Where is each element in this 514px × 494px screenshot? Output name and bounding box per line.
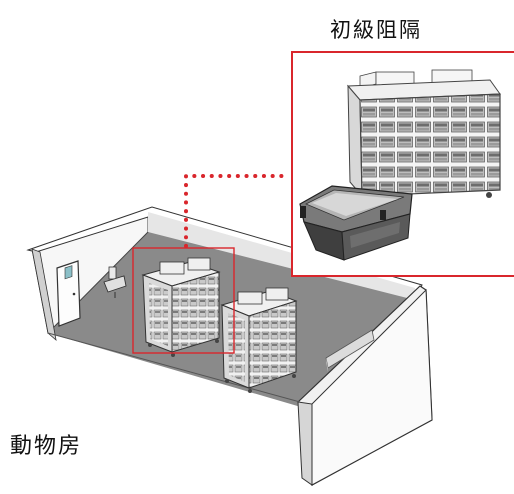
cage-rack-icon <box>220 287 298 393</box>
primary-barrier-label: 初級阻隔 <box>330 18 422 42</box>
rack-highlight-box <box>132 247 235 354</box>
cage-rack-icon <box>346 69 501 202</box>
room-bench <box>325 329 375 372</box>
primary-barrier-callout <box>291 51 514 277</box>
door-icon <box>56 260 81 327</box>
callout-connector <box>184 174 289 248</box>
cage-rack-icon <box>141 257 221 357</box>
animal-room-label: 動物房 <box>10 434 83 459</box>
room-front-left-wall <box>31 248 57 342</box>
room-back-right-wall <box>148 212 415 300</box>
cage-box-icon <box>299 185 413 261</box>
sink-icon <box>103 266 127 298</box>
